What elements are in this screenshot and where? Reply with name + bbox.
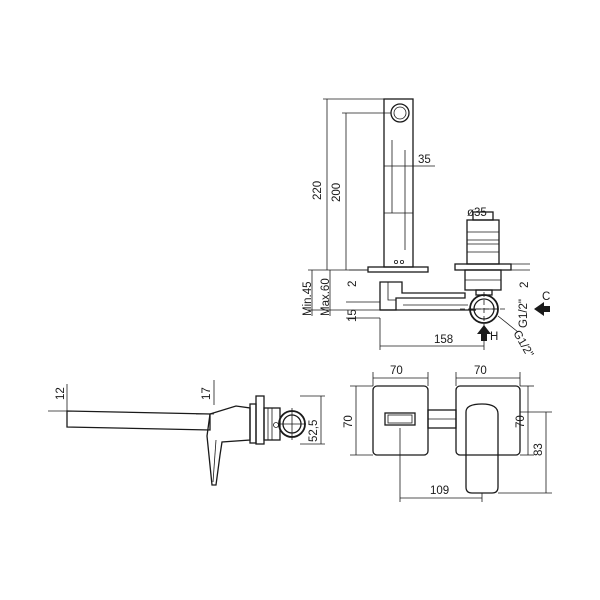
dim-2-left: 2 <box>347 281 359 287</box>
mixer-cartridge <box>466 219 500 265</box>
spout-body <box>383 98 414 268</box>
spout-base-plate <box>367 266 429 273</box>
spout-side-profile <box>66 410 211 431</box>
side-view: 12 17 52,5 <box>48 380 325 486</box>
plan-view: 70 70 70 70 83 109 <box>343 365 552 502</box>
dim-diameter-35: ø35 <box>467 207 487 219</box>
mixer-wall-plate <box>455 385 521 456</box>
dim-max-60: Max.60 <box>320 278 332 316</box>
dim-35: 35 <box>418 154 431 166</box>
cold-inlet-arrow-icon <box>534 302 550 316</box>
dim-15: 15 <box>347 309 359 322</box>
dim-220: 220 <box>312 181 324 200</box>
thread-h: G1/2" <box>510 329 535 360</box>
lever-side-profile <box>206 405 251 486</box>
front-view: C H 220 200 35 ø35 Min.45 Max.60 2 2 <box>302 98 550 360</box>
lever-front <box>465 403 499 494</box>
dim-17: 17 <box>201 387 213 400</box>
dim-min-45: Min.45 <box>302 281 314 316</box>
dim-200: 200 <box>331 183 343 202</box>
dim-70-right: 70 <box>515 415 527 428</box>
dim-158: 158 <box>434 334 453 346</box>
thread-c: G1/2" <box>518 299 530 328</box>
dim-70-left: 70 <box>343 415 355 428</box>
dim-83: 83 <box>533 443 545 456</box>
dim-2-right: 2 <box>519 282 531 288</box>
hot-label: H <box>490 331 498 343</box>
mixer-plate <box>454 263 512 271</box>
dim-12: 12 <box>55 387 67 400</box>
dim-52-5: 52,5 <box>308 420 320 442</box>
spout-wall-plate <box>372 385 429 456</box>
cold-label: C <box>542 291 550 303</box>
dim-70-top-right: 70 <box>474 365 487 377</box>
dim-70-top-left: 70 <box>390 365 403 377</box>
dim-109: 109 <box>430 485 449 497</box>
